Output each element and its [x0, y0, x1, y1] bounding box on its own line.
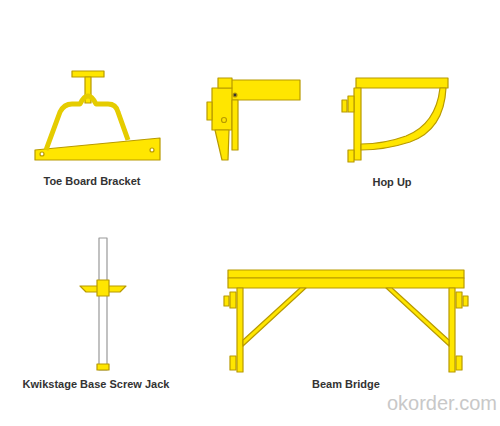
- part-label: Hop Up: [372, 176, 411, 188]
- hop-up-side: [207, 78, 300, 160]
- watermark: okorder.com: [387, 392, 497, 415]
- part-label: Toe Board Bracket: [44, 175, 141, 187]
- toe-board-bracket: [35, 71, 160, 160]
- part-label: Beam Bridge: [312, 378, 380, 390]
- base-screw-jack: [80, 238, 126, 370]
- beam-bridge: [224, 270, 468, 372]
- hop-up-front: [342, 78, 448, 162]
- part-label: Kwikstage Base Screw Jack: [23, 378, 170, 390]
